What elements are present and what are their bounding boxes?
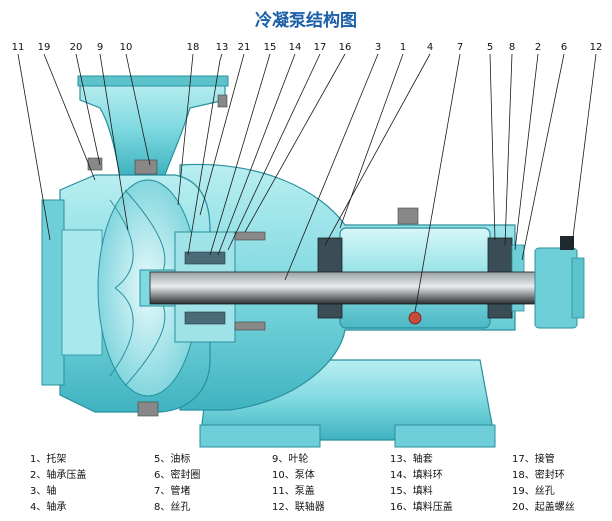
legend-item-20: 20、起盖螺丝 xyxy=(512,500,575,513)
callout-19: 19 xyxy=(38,42,51,53)
leader-1 xyxy=(339,53,404,229)
leader-17 xyxy=(227,53,321,251)
casing-bolt-top-left xyxy=(87,157,103,171)
packing-top xyxy=(184,251,226,265)
leader-6 xyxy=(521,53,565,261)
legend-item-2: 2、轴承压盖 xyxy=(30,468,86,481)
base-foot-right xyxy=(394,424,496,448)
legend-item-11: 11、泵盖 xyxy=(272,484,315,497)
outlet-bolt-right xyxy=(217,94,228,108)
legend: 1、托架 2、轴承压盖 3、轴 4、轴承 5、油标 6、密封圈 7、管堵 8、丝… xyxy=(30,452,575,513)
casing-bolt-bottom xyxy=(137,401,159,417)
callouts: 11 19 20 9 10 18 13 21 15 14 17 16 3 1 4… xyxy=(12,42,603,313)
outlet-flange xyxy=(77,75,229,87)
leader-9 xyxy=(99,53,129,231)
legend-item-8: 8、丝孔 xyxy=(154,501,190,513)
leader-11 xyxy=(17,53,51,241)
leader-15 xyxy=(209,53,271,256)
leader-4 xyxy=(324,53,431,246)
leader-18 xyxy=(177,53,194,206)
leader-16 xyxy=(244,53,346,233)
legend-item-17: 17、接管 xyxy=(512,452,555,465)
callout-8: 8 xyxy=(509,42,515,53)
leader-21 xyxy=(199,53,245,216)
pump-illustration xyxy=(41,75,585,448)
suction-flange xyxy=(41,199,65,386)
leader-3 xyxy=(284,53,379,281)
callout-21: 21 xyxy=(238,42,251,53)
callout-12: 12 xyxy=(590,42,603,53)
casing-bolt-top xyxy=(134,159,158,175)
legend-item-9: 9、叶轮 xyxy=(272,452,308,465)
legend-item-3: 3、轴 xyxy=(30,484,56,497)
callout-4: 4 xyxy=(427,42,433,53)
callout-6: 6 xyxy=(561,42,567,53)
suction-flange-inner xyxy=(61,229,103,356)
legend-item-18: 18、密封环 xyxy=(512,468,565,481)
leader-13 xyxy=(187,53,223,256)
callout-18: 18 xyxy=(187,42,200,53)
oil-gauge xyxy=(408,311,422,325)
callout-13: 13 xyxy=(216,42,229,53)
shaft xyxy=(149,271,556,305)
callout-17: 17 xyxy=(314,42,327,53)
callout-9: 9 xyxy=(97,42,103,53)
callout-15: 15 xyxy=(264,42,277,53)
diagram-title: 冷凝泵结构图 xyxy=(255,10,357,31)
legend-item-19: 19、丝孔 xyxy=(512,485,555,497)
legend-item-7: 7、管堵 xyxy=(154,484,190,497)
gland-bolt-top xyxy=(234,231,266,241)
leader-7 xyxy=(414,53,461,313)
legend-item-13: 13、轴套 xyxy=(390,452,433,465)
leader-10 xyxy=(125,53,151,166)
leader-5 xyxy=(489,53,496,241)
leader-2 xyxy=(514,53,539,251)
leader-12 xyxy=(571,53,597,246)
legend-item-14: 14、填料环 xyxy=(390,468,443,481)
coupling-face xyxy=(571,257,585,319)
coupling-key xyxy=(560,236,574,250)
legend-item-6: 6、密封圈 xyxy=(154,468,200,481)
callout-11: 11 xyxy=(12,42,25,53)
legend-item-10: 10、泵体 xyxy=(272,469,315,481)
legend-item-15: 15、填料 xyxy=(390,484,433,497)
legend-item-1: 1、托架 xyxy=(30,452,66,465)
legend-item-16: 16、填料压盖 xyxy=(390,500,453,513)
legend-item-5: 5、油标 xyxy=(154,452,190,465)
leader-14 xyxy=(217,53,296,256)
impeller-vanes xyxy=(109,189,166,387)
legend-item-12: 12、联轴器 xyxy=(272,500,325,513)
callout-16: 16 xyxy=(339,42,352,53)
legend-item-4: 4、轴承 xyxy=(30,500,66,513)
leader-20 xyxy=(75,53,101,166)
callout-10: 10 xyxy=(120,42,133,53)
gland-bolt-bottom xyxy=(234,321,266,331)
callout-2: 2 xyxy=(535,42,541,53)
coupling xyxy=(534,247,578,329)
callout-5: 5 xyxy=(487,42,493,53)
callout-7: 7 xyxy=(457,42,463,53)
callout-20: 20 xyxy=(70,42,83,53)
callout-1: 1 xyxy=(400,42,406,53)
packing-bottom xyxy=(184,311,226,325)
callout-14: 14 xyxy=(289,42,302,53)
leader-8 xyxy=(504,53,513,246)
callout-3: 3 xyxy=(375,42,381,53)
base-foot-left xyxy=(199,424,321,448)
pipe-plug-top xyxy=(397,207,419,225)
leader-19 xyxy=(43,53,96,181)
